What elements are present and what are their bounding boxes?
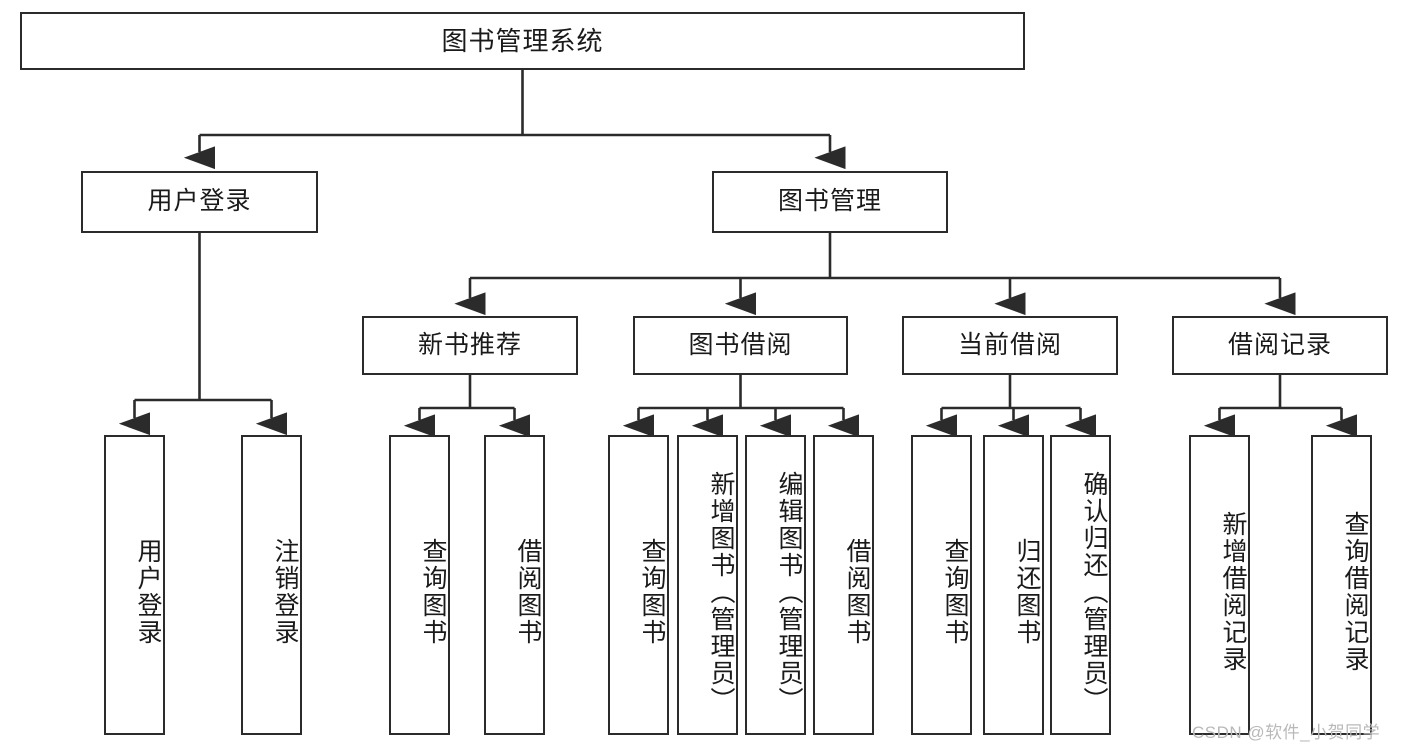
node-root-label: 图书管理系统 bbox=[441, 25, 604, 56]
node-leaf-edit-book[interactable]: 编辑图书（管理员） bbox=[745, 435, 806, 735]
node-leaf-query-book-1-label: 查询图书 bbox=[419, 538, 447, 646]
node-leaf-add-book-label: 新增图书（管理员） bbox=[707, 470, 735, 714]
node-root[interactable]: 图书管理系统 bbox=[20, 12, 1025, 70]
node-leaf-return-book[interactable]: 归还图书 bbox=[983, 435, 1044, 735]
node-leaf-add-record[interactable]: 新增借阅记录 bbox=[1189, 435, 1250, 735]
node-leaf-confirm-return[interactable]: 确认归还（管理员） bbox=[1050, 435, 1111, 735]
node-leaf-user-logout-label: 注销登录 bbox=[271, 538, 299, 646]
node-leaf-edit-book-label: 编辑图书（管理员） bbox=[775, 470, 803, 714]
node-new-book-recommend[interactable]: 新书推荐 bbox=[362, 316, 578, 375]
node-borrow-record[interactable]: 借阅记录 bbox=[1172, 316, 1388, 375]
node-leaf-query-book-3-label: 查询图书 bbox=[941, 538, 969, 646]
node-book-manage-label: 图书管理 bbox=[777, 187, 882, 216]
node-leaf-query-book-1[interactable]: 查询图书 bbox=[389, 435, 450, 735]
node-leaf-return-book-label: 归还图书 bbox=[1013, 538, 1041, 646]
watermark: CSDN @软件_小贺同学 bbox=[1192, 723, 1381, 742]
node-leaf-user-login[interactable]: 用户登录 bbox=[104, 435, 165, 735]
node-new-book-recommend-label: 新书推荐 bbox=[417, 330, 522, 359]
node-book-borrow[interactable]: 图书借阅 bbox=[633, 316, 848, 375]
node-book-borrow-label: 图书借阅 bbox=[688, 330, 793, 359]
node-leaf-query-book-2-label: 查询图书 bbox=[638, 538, 666, 646]
node-leaf-add-record-label: 新增借阅记录 bbox=[1219, 511, 1247, 673]
node-leaf-user-login-label: 用户登录 bbox=[134, 538, 162, 646]
node-leaf-add-book[interactable]: 新增图书（管理员） bbox=[677, 435, 738, 735]
node-leaf-confirm-return-label: 确认归还（管理员） bbox=[1080, 470, 1108, 714]
node-user-login-label: 用户登录 bbox=[147, 187, 252, 216]
node-leaf-borrow-book-2-label: 借阅图书 bbox=[843, 538, 871, 646]
node-leaf-borrow-book-2[interactable]: 借阅图书 bbox=[813, 435, 874, 735]
node-current-borrow-label: 当前借阅 bbox=[957, 330, 1062, 359]
node-user-login[interactable]: 用户登录 bbox=[81, 171, 318, 233]
node-leaf-query-record-label: 查询借阅记录 bbox=[1341, 511, 1369, 673]
node-leaf-borrow-book-1[interactable]: 借阅图书 bbox=[484, 435, 545, 735]
node-current-borrow[interactable]: 当前借阅 bbox=[902, 316, 1118, 375]
node-borrow-record-label: 借阅记录 bbox=[1227, 330, 1332, 359]
node-leaf-query-book-2[interactable]: 查询图书 bbox=[608, 435, 669, 735]
node-leaf-user-logout[interactable]: 注销登录 bbox=[241, 435, 302, 735]
node-book-manage[interactable]: 图书管理 bbox=[712, 171, 948, 233]
node-leaf-query-record[interactable]: 查询借阅记录 bbox=[1311, 435, 1372, 735]
node-leaf-query-book-3[interactable]: 查询图书 bbox=[911, 435, 972, 735]
node-leaf-borrow-book-1-label: 借阅图书 bbox=[514, 538, 542, 646]
